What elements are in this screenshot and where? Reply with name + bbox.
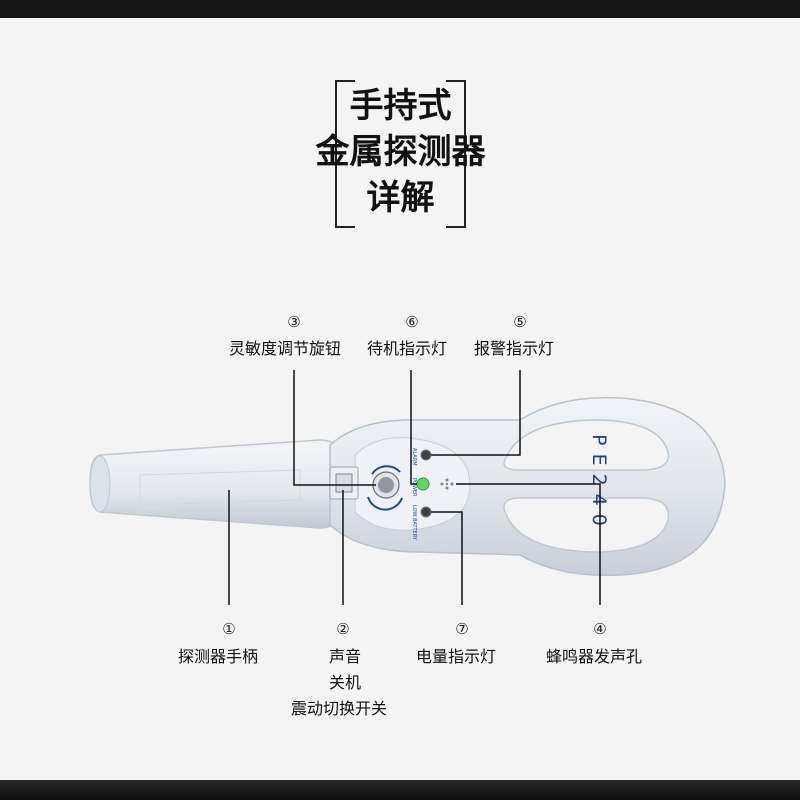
- callout-num-6: ⑥: [405, 313, 419, 331]
- callout-label-switch-line1: 声音: [329, 647, 362, 666]
- title-frame: 手持式 金属探测器 详解: [316, 80, 486, 228]
- alarm-small-label: ALARM: [411, 448, 417, 466]
- callout-num-2: ②: [336, 620, 350, 638]
- standby-led: [416, 477, 430, 491]
- sensitivity-knob: [367, 465, 403, 511]
- callout-label-buzzer: 蜂鸣器发声孔: [546, 647, 643, 666]
- detector-head: [329, 396, 726, 577]
- callout-label-battery-led: 电量指示灯: [416, 647, 497, 666]
- callout-num-4: ④: [593, 620, 607, 638]
- callout-label-standby-led: 待机指示灯: [367, 339, 448, 358]
- leader-lines: [228, 370, 601, 605]
- callout-num-5: ⑤: [513, 313, 527, 331]
- callout-label-sensitivity-knob: 灵敏度调节旋钮: [229, 339, 342, 358]
- callout-label-switch-line2: 关机: [329, 673, 362, 692]
- power-small-label: POWER: [411, 478, 417, 497]
- low-battery-led: [420, 506, 432, 518]
- title-line-1: 手持式: [349, 86, 452, 126]
- buzzer-holes: [440, 478, 454, 490]
- callout-num-3: ③: [287, 313, 301, 331]
- detector-handle: [89, 439, 346, 529]
- low-battery-small-label: LOW BATTERY: [411, 505, 417, 541]
- callout-label-switch-line3: 震动切换开关: [291, 699, 388, 718]
- title-line-3: 详解: [366, 178, 435, 218]
- callout-label-handle: 探测器手柄: [178, 647, 259, 666]
- callout-num-7: ⑦: [455, 620, 469, 638]
- title-line-2: 金属探测器: [315, 132, 486, 172]
- top-bar: [0, 0, 800, 18]
- sound-vibration-switch: [329, 466, 359, 500]
- bottom-bar: [0, 780, 800, 800]
- callout-num-1: ①: [222, 620, 236, 638]
- alarm-led: [420, 449, 432, 461]
- callout-label-alarm-led: 报警指示灯: [474, 339, 555, 358]
